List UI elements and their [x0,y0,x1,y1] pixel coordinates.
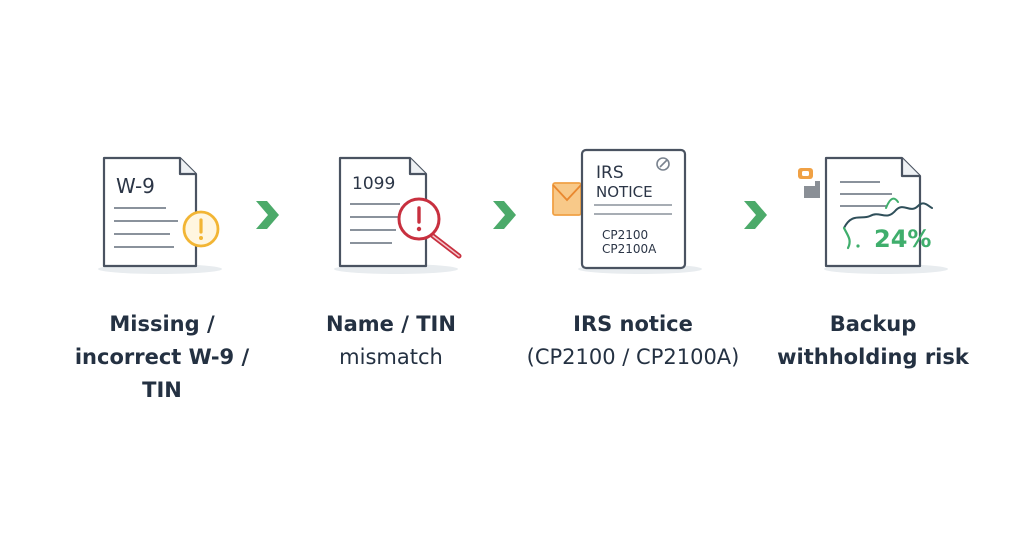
document-icon [580,148,687,270]
step-1-subtitle: incorrect W-9 / TIN [74,345,250,402]
step-1-label: Missing / incorrect W-9 / TIN [37,308,287,407]
chevron-right-icon [252,198,282,232]
step-4-subtitle: withholding risk [777,345,969,369]
form-1099-illustration: 1099 [298,140,498,280]
step-3-title: IRS notice [573,312,693,336]
chevron-right-icon [740,198,770,232]
chart-risk-icon [842,197,933,250]
seal-icon [656,157,670,171]
chevron-right-icon [489,198,519,232]
backup-withholding-illustration: 24% [782,140,982,280]
cp2100-code: CP2100 [602,228,648,242]
irs-label: IRS [596,163,624,183]
w9-doc-label: W-9 [116,174,155,198]
tag-icons [798,168,820,198]
step-3-subtitle: (CP2100 / CP2100A) [526,345,740,369]
envelope-icon [552,182,582,216]
step-2-label: Name / TIN mismatch [266,308,516,374]
withholding-rate-badge: 24% [874,225,931,253]
form-1099-label: 1099 [352,174,395,194]
magnifier-alert-icon [397,197,462,259]
step-4-label: Backup withholding risk [748,308,998,374]
step-4-title: Backup [829,312,917,336]
document-icon [338,156,428,268]
notice-label: NOTICE [596,183,653,201]
w9-document-illustration: W-9 [62,140,262,280]
document-icon [102,156,198,268]
irs-notice-illustration: IRS NOTICE CP2100 CP2100A [540,140,740,280]
step-2-subtitle: mismatch [339,345,443,369]
warning-icon [182,210,220,248]
step-2-title: Name / TIN [326,312,456,336]
step-1-title: Missing / [109,312,215,336]
cp2100a-code: CP2100A [602,242,657,256]
step-3-label: IRS notice (CP2100 / CP2100A) [508,308,758,374]
